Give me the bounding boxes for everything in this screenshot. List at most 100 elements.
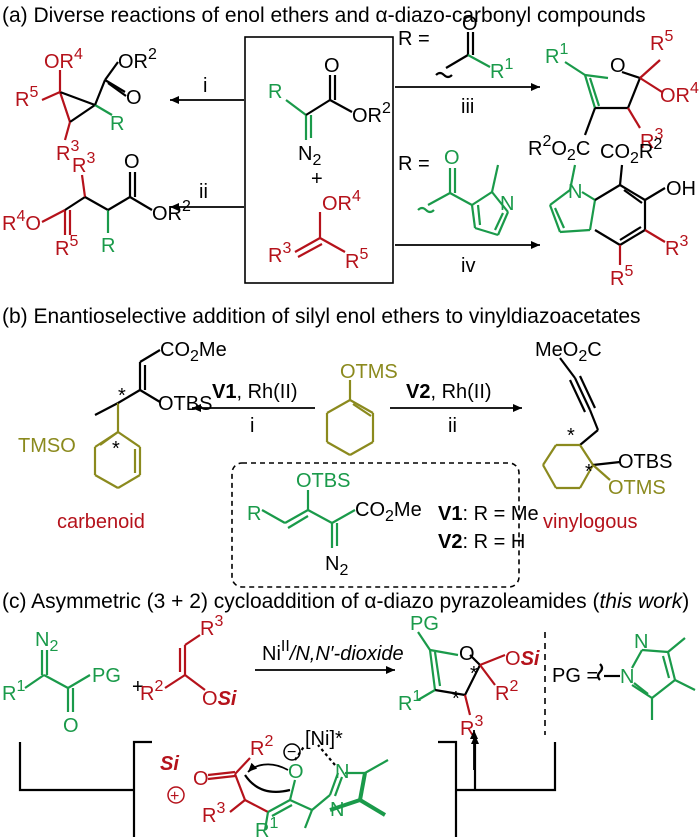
ts-plus-charge	[167, 786, 185, 804]
b-right-MeO2C: MeO2C	[535, 339, 602, 365]
transition-state-bracket	[18, 735, 557, 837]
c-p-R1: R1	[398, 688, 421, 715]
b-center-OTMS: OTMS	[340, 361, 398, 383]
ch-OR2-label: OR2	[152, 198, 191, 225]
ts-Ni: [Ni]*	[305, 728, 343, 750]
c-p-OSi: OSi	[505, 648, 540, 670]
carbenoid-product	[93, 349, 161, 489]
df-R1-label: R1	[545, 41, 568, 68]
pyr-N: N	[500, 193, 514, 215]
c-s-N2: N2	[35, 629, 58, 655]
arrow-i-label-a: i	[203, 75, 207, 97]
df-ester-label: R2O2C	[528, 133, 590, 164]
diazo-OR2-label: OR2	[352, 100, 391, 127]
acyl-O: O	[462, 13, 478, 35]
b-arrow-i-label: i	[250, 415, 254, 437]
b-arrow-i-reagent: V1, Rh(II)	[212, 381, 298, 403]
v1-definition: V1: R = Me	[438, 503, 539, 525]
ts-plus-sign: +	[170, 788, 179, 805]
acyl-substituent	[435, 32, 491, 79]
ch-R4O-label: R4O	[2, 208, 41, 235]
ts-R1: R1	[255, 815, 278, 837]
ts-Si: Si	[160, 753, 179, 775]
pg-N1: N	[620, 666, 634, 688]
box-R: R	[247, 503, 261, 525]
c-pg-definition: PG =	[552, 665, 598, 687]
c-p-ringO: O	[459, 643, 475, 665]
vinyldiazoacetate-box	[231, 462, 520, 588]
ind-N: N	[568, 181, 582, 203]
cycloaddition-product	[417, 631, 506, 716]
ch-R5-label: R5	[55, 233, 78, 260]
c-p-PG: PG	[410, 613, 439, 635]
cyclohexenyl-silyl-ether	[325, 380, 375, 456]
ts-R3: R3	[202, 800, 225, 827]
ind-R5-label: R5	[610, 263, 633, 290]
c-p-star-1: *	[470, 663, 478, 685]
diazo-pyrazoleamide	[24, 650, 91, 712]
plus-sign-a: +	[311, 168, 323, 190]
arrow-iii-label-a: iii	[461, 96, 474, 118]
ind-OH: OH	[666, 178, 696, 200]
arrow-ii-label-a: ii	[199, 181, 208, 203]
enol-R5-label: R5	[345, 246, 368, 273]
ch-carbonyl-O: O	[124, 151, 140, 173]
indole-product	[548, 164, 666, 265]
ts-N1: N	[330, 799, 344, 821]
pyrrole-acyl-substituent	[417, 164, 510, 237]
ts-minus-sign: −	[287, 744, 296, 761]
carbenoid-label: carbenoid	[57, 511, 145, 533]
b-left-star-2: *	[112, 438, 120, 460]
pg-N2: N	[634, 631, 648, 653]
transition-state-structure	[207, 744, 389, 831]
b-left-OTBS: OTBS	[158, 393, 212, 415]
b-right-OTBS: OTBS	[618, 451, 672, 473]
df-OR4-label: OR4	[660, 80, 699, 107]
box-CO2Me: CO2Me	[355, 499, 422, 525]
diazo-carbonyl-compound	[285, 75, 353, 140]
pg-pyrazole	[596, 637, 696, 720]
heading-section-b: (b) Enantioselective addition of silyl e…	[2, 305, 641, 328]
cp-R-label: R	[110, 113, 124, 135]
heading-section-a: (a) Diverse reactions of enol ethers and…	[2, 4, 646, 27]
vinylogous-product	[542, 357, 621, 490]
c-e-R2: R2	[140, 678, 163, 705]
v2-definition: V2: R = H	[438, 531, 525, 553]
ind-R3-label: R3	[665, 233, 688, 260]
c-s-PG: PG	[92, 665, 121, 687]
c-s-R1: R1	[2, 678, 25, 705]
b-left-star-1: *	[118, 385, 126, 407]
enol-R3-label: R3	[268, 240, 291, 267]
cp-carbonyl-O: O	[126, 87, 142, 109]
b-right-star-2: *	[585, 461, 593, 483]
enol-OR4-label: OR4	[322, 188, 361, 215]
c-p-R3: R3	[460, 713, 483, 740]
enol-ether	[294, 212, 346, 258]
ch-R-label: R	[101, 235, 115, 257]
df-ring-O: O	[610, 55, 626, 77]
df-R5-label: R5	[650, 28, 673, 55]
ch-R3-label: R3	[72, 150, 95, 177]
vinylogous-label: vinylogous	[543, 511, 638, 533]
r-equals-acyl-label: R =	[398, 28, 430, 50]
c-s-O: O	[63, 715, 79, 737]
c-p-star-2: *	[452, 688, 460, 710]
diazo-carbonyl-O: O	[324, 55, 340, 77]
cp-OR4-label: OR4	[44, 46, 83, 73]
c-e-OSi: OSi	[202, 688, 237, 710]
b-left-TMSO: TMSO	[18, 435, 76, 457]
cp-OR2-label: OR2	[118, 46, 157, 73]
pyr-carbonyl-O: O	[444, 147, 460, 169]
c-plus: +	[132, 676, 144, 698]
ts-R2: R2	[250, 733, 273, 760]
cyclopropane-product	[41, 61, 127, 141]
box-OTBS: OTBS	[296, 470, 350, 492]
alkylation-product	[41, 172, 153, 235]
ts-O-minus: O	[288, 761, 304, 783]
ts-N2: N	[335, 761, 349, 783]
c-p-R2: R2	[495, 678, 518, 705]
diazo-N2-label: N2	[298, 143, 321, 169]
ts-minus-charge	[283, 743, 301, 761]
cp-R5-label: R5	[15, 84, 38, 111]
